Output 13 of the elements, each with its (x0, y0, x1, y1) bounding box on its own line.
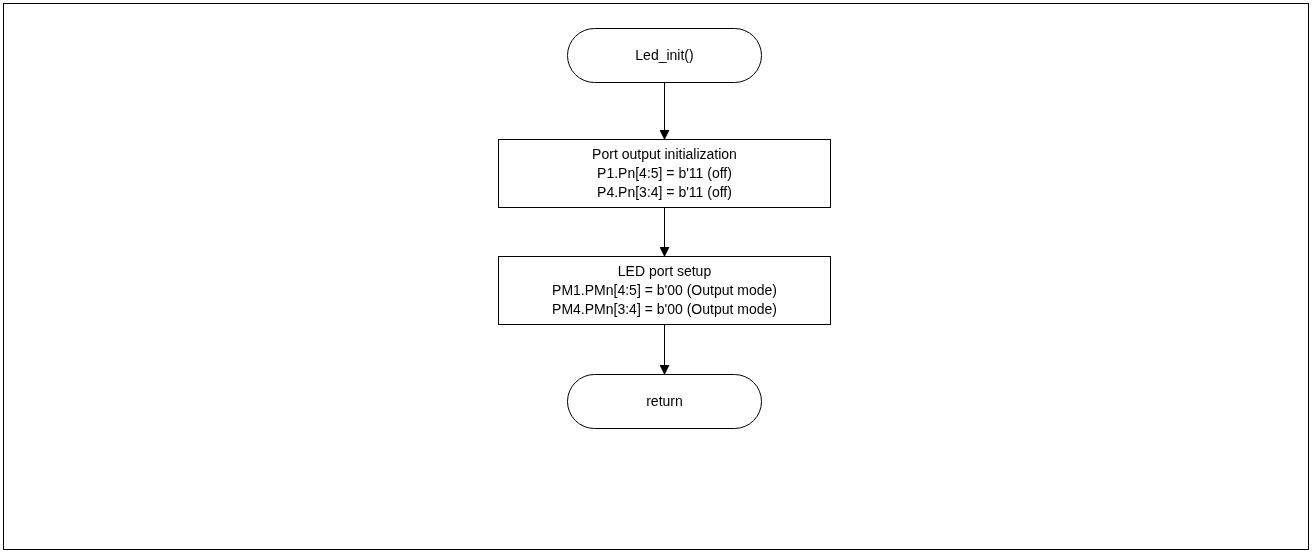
process-box (498, 139, 831, 208)
node-text: P1.Pn[4:5] = b'11 (off) (597, 164, 732, 183)
node-text: return (646, 392, 683, 411)
node-text: PM4.PMn[3:4] = b'00 (Output mode) (552, 300, 777, 319)
node-text: P4.Pn[3:4] = b'11 (off) (597, 183, 732, 202)
process-box (498, 256, 831, 325)
node-text: Led_init() (635, 46, 694, 65)
node-text: Port output initialization (592, 145, 737, 164)
arrow (659, 82, 670, 140)
arrow (659, 324, 670, 375)
node-text: PM1.PMn[4:5] = b'00 (Output mode) (552, 281, 777, 300)
node-text: LED port setup (617, 262, 712, 281)
arrow (659, 207, 670, 257)
